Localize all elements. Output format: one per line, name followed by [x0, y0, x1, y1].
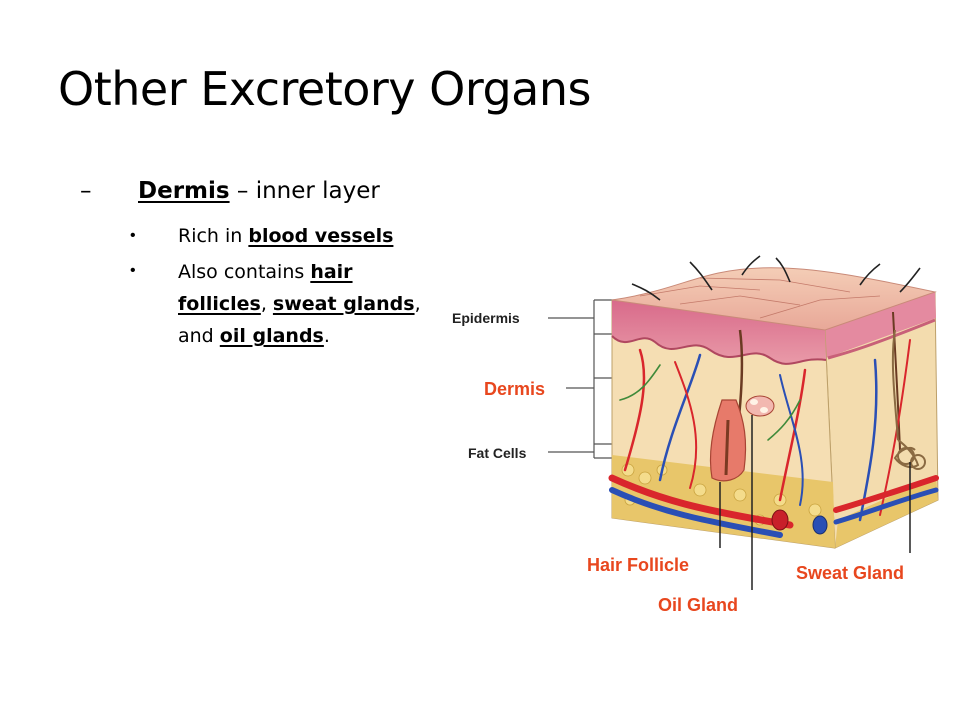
term-blood-vessels: blood vessels	[248, 225, 394, 247]
separator: , and	[178, 293, 421, 347]
layer-brackets	[548, 299, 618, 459]
sentence-end: .	[323, 325, 330, 347]
label-epidermis: Epidermis	[452, 310, 520, 326]
bullet-also-contains: Also contains hair follicles, sweat glan…	[178, 256, 448, 352]
label-hair-follicle: Hair Follicle	[587, 555, 690, 575]
term-sweat-glands: sweat glands	[272, 293, 415, 315]
sweat-gland	[891, 329, 926, 470]
term-oil-glands: oil glands	[219, 325, 324, 347]
dash-marker: –	[80, 178, 92, 204]
bullet-text: Rich in	[178, 225, 249, 247]
skin-surface	[611, 267, 937, 331]
bullet-dermis: Dermis – inner layer	[138, 178, 380, 204]
bullet-marker: •	[130, 262, 136, 279]
term-dermis: Dermis	[138, 178, 230, 204]
slide-title: Other Excretory Organs	[58, 62, 591, 116]
separator: ,	[260, 293, 273, 315]
oil-gland	[745, 395, 775, 417]
bullet-list: – Dermis – inner layer • Rich in blood v…	[0, 0, 460, 720]
vessel-cross-sections	[771, 509, 828, 535]
bullet-text: Also contains	[178, 261, 311, 283]
dermis-description: – inner layer	[229, 178, 380, 204]
label-dermis: Dermis	[484, 379, 546, 399]
hair-follicle	[709, 399, 747, 482]
label-sweat-gland: Sweat Gland	[796, 563, 905, 583]
pointer-lines	[719, 415, 911, 590]
label-oil-gland: Oil Gland	[658, 595, 739, 615]
bullet-marker: •	[130, 227, 136, 244]
label-fat-cells: Fat Cells	[468, 445, 527, 461]
term-hair-follicles: hair follicles	[178, 261, 353, 315]
blood-vessels	[608, 339, 939, 538]
bullet-blood-vessels: Rich in blood vessels	[178, 220, 448, 252]
